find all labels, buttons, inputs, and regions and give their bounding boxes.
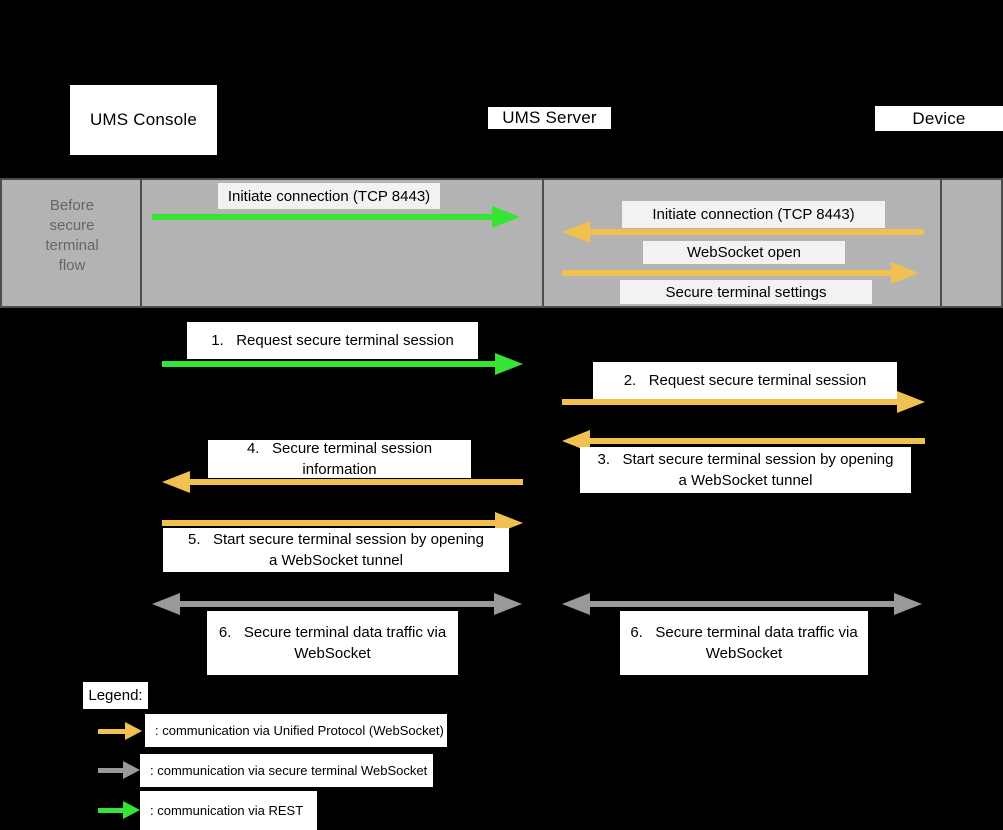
message-label-step-2: 2. Request secure terminal session: [593, 362, 897, 399]
band-title: Before secure terminal flow: [45, 197, 99, 274]
actor-device: Device: [875, 106, 1003, 131]
band-message-label-initiate-connection-console: Initiate connection (TCP 8443): [218, 183, 440, 209]
message-label-step-3: 3. Start secure terminal session by open…: [580, 447, 911, 493]
unified-protocol-arrow-step-3: [562, 429, 925, 453]
legend-item-unified-protocol: : communication via Unified Protocol (We…: [145, 714, 447, 747]
unified-protocol-arrow-secure-terminal-settings: [562, 261, 919, 285]
unified-protocol-arrow-initiate-connection: [562, 220, 924, 244]
unified-protocol-arrow-legend-icon: [98, 721, 142, 741]
message-label-step-6-console-server: 6. Secure terminal data traffic via WebS…: [207, 611, 458, 675]
secure-terminal-arrow-step-6-console-server: [152, 592, 522, 616]
rest-arrow-initiate-connection: [152, 205, 520, 229]
band-message-label-secure-terminal-settings: Secure terminal settings: [620, 280, 872, 304]
lifeline-divider-server: [542, 180, 544, 306]
message-label-step-1: 1. Request secure terminal session: [187, 322, 478, 359]
secure-terminal-arrow-step-6-server-device: [562, 592, 922, 616]
lifeline-divider-device: [940, 180, 942, 306]
rest-arrow-legend-icon: [98, 800, 140, 820]
lifeline-divider-console: [140, 180, 142, 306]
message-label-step-4: 4. Secure terminal session information: [208, 440, 471, 478]
actor-ums-server: UMS Server: [488, 107, 611, 129]
message-label-step-6-server-device: 6. Secure terminal data traffic via WebS…: [620, 611, 868, 675]
unified-protocol-arrow-step-2: [562, 390, 925, 414]
band-message-label-initiate-connection-device: Initiate connection (TCP 8443): [622, 201, 885, 228]
message-label-step-5: 5. Start secure terminal session by open…: [163, 528, 509, 572]
legend-item-rest: : communication via REST: [140, 791, 317, 830]
legend-item-secure-terminal: : communication via secure terminal WebS…: [140, 754, 433, 787]
secure-terminal-arrow-legend-icon: [98, 760, 140, 780]
rest-arrow-step-1: [162, 352, 523, 376]
band-message-label-websocket-open: WebSocket open: [643, 241, 845, 264]
unified-protocol-arrow-step-4: [162, 470, 523, 494]
legend-title: Legend:: [83, 682, 148, 709]
actor-ums-console: UMS Console: [70, 85, 217, 155]
